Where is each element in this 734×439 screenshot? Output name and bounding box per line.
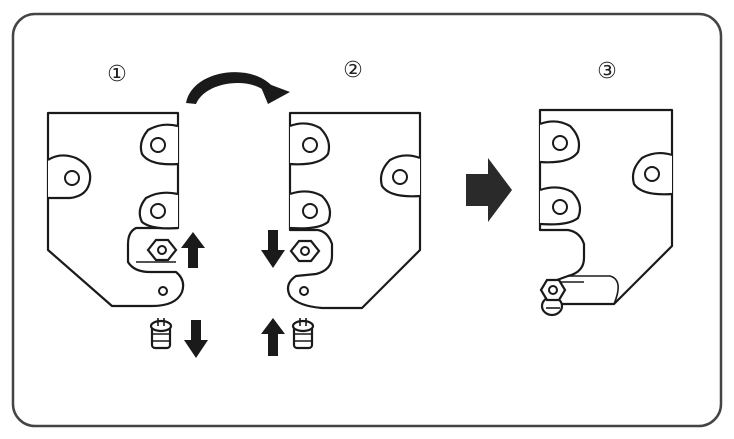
- step-3-bracket: [538, 108, 674, 317]
- plate-lug-right: [631, 151, 673, 196]
- down-arrow-icon: [261, 230, 285, 268]
- plate-lug-left: [47, 154, 92, 200]
- step-2-bracket: [261, 111, 422, 356]
- hex-nut-icon: [289, 239, 321, 263]
- bottom-hole: [158, 286, 168, 296]
- screw-icon: [291, 318, 315, 350]
- plate-lug-middle: [539, 186, 582, 226]
- plate-lug-top: [139, 123, 179, 166]
- plate-lug-top: [539, 120, 581, 164]
- screw-icon: [149, 318, 173, 350]
- curved-arrow-icon: [186, 72, 290, 104]
- step-1-bracket: [46, 111, 208, 358]
- screw-icon: [539, 278, 567, 317]
- up-arrow-icon: [261, 318, 285, 356]
- up-arrow-icon: [181, 232, 205, 268]
- plate-lug-middle: [138, 191, 179, 230]
- step-1-label: ①: [107, 62, 127, 87]
- plate-lug-top: [289, 122, 331, 166]
- plate-lug-right: [379, 154, 421, 198]
- step-3-label: ③: [597, 59, 617, 84]
- down-arrow-icon: [184, 320, 208, 358]
- hex-nut-icon: [146, 238, 178, 262]
- plate-lug-middle: [289, 190, 332, 230]
- bottom-hole: [299, 286, 309, 296]
- step-2-label: ②: [343, 58, 363, 83]
- right-arrow-icon: [466, 158, 512, 222]
